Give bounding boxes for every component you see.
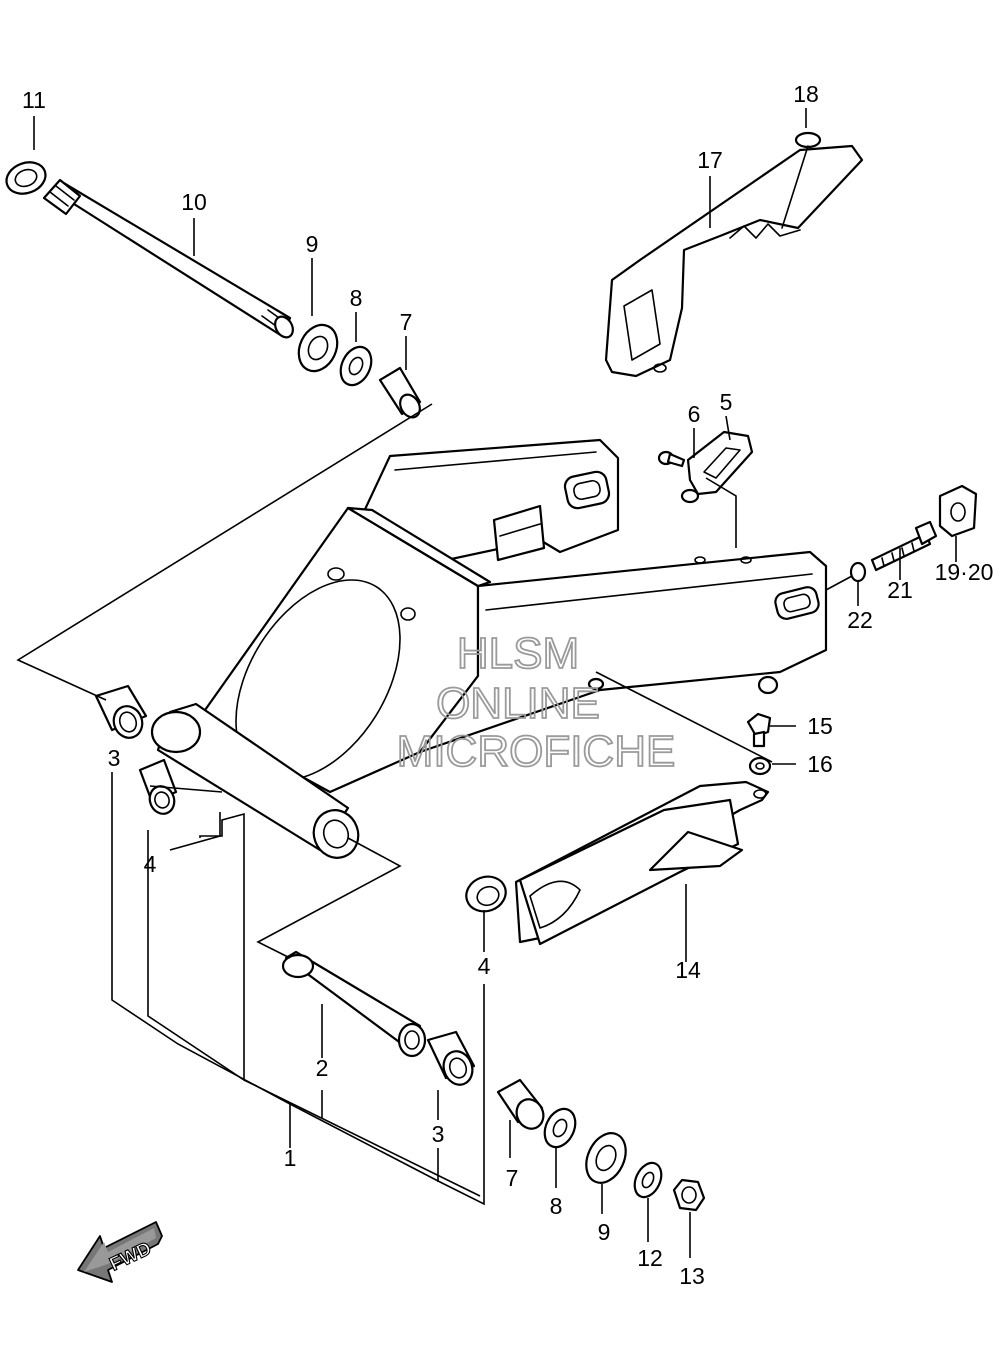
callout-21: 21 [887,577,913,603]
callout-15: 15 [807,713,833,739]
callout-19-20: 19·20 [935,559,994,585]
callout-2: 2 [316,1055,329,1081]
watermark-line-3: MICROFICHE [397,727,676,776]
callout-16: 16 [807,751,833,777]
bracket-5 [680,430,754,504]
callout-3-lower: 3 [432,1121,445,1147]
callout-8-upper: 8 [350,285,363,311]
spacer-7-upper [378,366,422,419]
callout-4-right: 4 [478,953,491,979]
washer-8-upper [339,345,373,387]
bearing-4-right [465,875,507,913]
callout-3-upper: 3 [108,745,121,771]
callout-13: 13 [679,1263,705,1289]
chain-adjuster-19-20 [938,484,978,538]
callout-10: 10 [181,189,207,215]
callout-7-lower: 7 [506,1165,519,1191]
bearing-3-lower [426,1030,476,1086]
leader-lines [16,108,957,1258]
callout-1: 1 [284,1145,297,1171]
bolt-6 [657,450,686,468]
bearing-9-upper [297,323,339,373]
callout-12: 12 [637,1245,663,1271]
spacer-16 [748,756,772,776]
washer-8-lower [543,1107,577,1149]
callout-17: 17 [697,147,723,173]
callout-5: 5 [720,389,733,415]
oil-seal-11 [5,161,47,195]
pipe-2 [281,950,427,1058]
fwd-arrow-badge: FWD [77,1221,163,1283]
callout-9-upper: 9 [306,231,319,257]
washer-22 [849,561,867,583]
callout-22: 22 [847,607,873,633]
watermark: HLSM ONLINE MICROFICHE [396,628,676,777]
adjuster-bolt-21 [870,520,938,572]
washer-12 [633,1161,663,1199]
nut-13 [672,1178,706,1212]
watermark-line-2: ONLINE [436,679,600,728]
callout-11: 11 [22,87,46,113]
callout-4-left: 4 [144,851,157,877]
chain-guard-14 [514,780,770,946]
callout-14: 14 [675,957,701,983]
bolt-15 [746,712,772,748]
spacer-7-lower [496,1078,545,1130]
callout-6: 6 [688,401,701,427]
callout-18: 18 [793,81,819,107]
bearing-4-left [138,758,178,815]
swingarm-body [150,438,828,859]
callout-8-lower: 8 [550,1193,563,1219]
pivot-shaft [42,178,294,339]
bearing-3-upper [94,684,148,739]
callout-9-lower: 9 [598,1219,611,1245]
chain-case-17 [604,144,864,378]
callouts: 11 10 9 8 7 17 18 6 5 22 21 19·20 15 16 … [22,81,993,1289]
screw-18 [781,131,822,229]
callout-7-upper: 7 [400,309,413,335]
bearing-9-lower [585,1132,627,1184]
watermark-line-1: HLSM [457,629,579,678]
